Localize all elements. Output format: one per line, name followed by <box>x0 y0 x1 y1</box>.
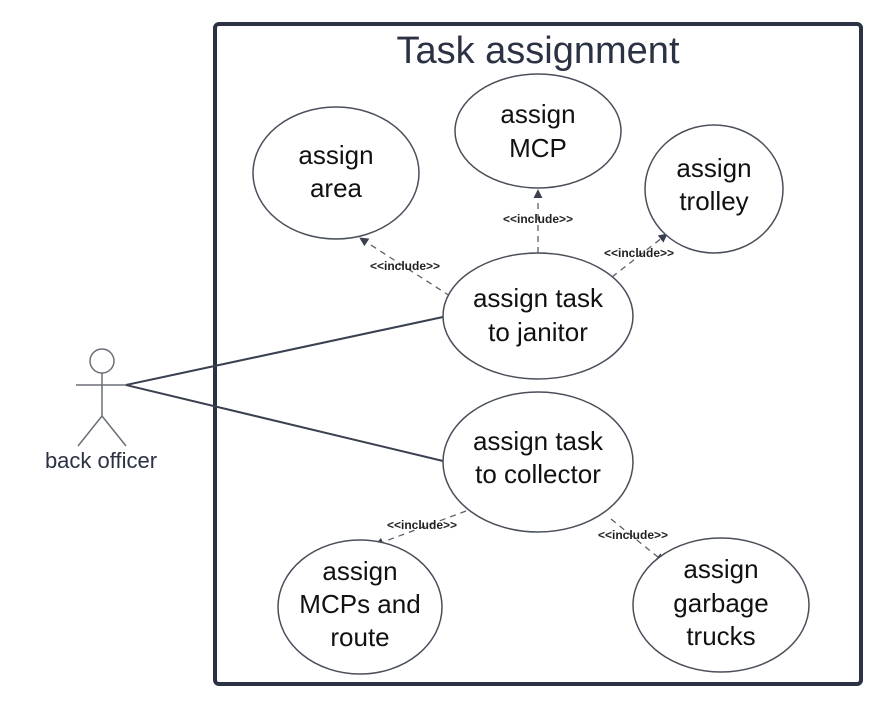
use-case-label: assign task <box>473 283 604 313</box>
use-case-label: MCPs and <box>299 589 420 619</box>
include-arrow-garbage-trucks <box>610 518 665 563</box>
include-label-mcps-route: <<include>> <box>387 518 457 532</box>
use-case-assign-area <box>252 106 420 240</box>
use-case-assign-mcps-route <box>277 539 443 675</box>
use-case-label: assign <box>500 99 575 129</box>
actor-left-leg <box>77 415 103 447</box>
use-case-assign-mcp <box>454 73 622 189</box>
use-case-label: trucks <box>686 621 755 651</box>
use-case-assign-task-collector <box>442 391 634 533</box>
use-case-label: MCP <box>509 133 567 163</box>
include-arrow-trolley <box>611 233 668 278</box>
system-title: Task assignment <box>396 30 679 72</box>
use-case-label: area <box>310 173 363 203</box>
include-label-mcp: <<include>> <box>503 212 573 226</box>
include-label-trolley: <<include>> <box>604 246 674 260</box>
system-boundary <box>213 22 863 686</box>
use-case-label: garbage <box>673 588 768 618</box>
include-arrow-area <box>359 237 451 297</box>
include-label-garbage-trucks: <<include>> <box>598 528 668 542</box>
use-case-assign-garbage-trucks <box>632 537 810 673</box>
actor-head <box>89 348 115 374</box>
association-janitor <box>125 316 444 386</box>
actor-label: back officer <box>45 448 157 473</box>
include-arrow-mcps-route <box>374 510 467 547</box>
use-case-label: assign <box>676 153 751 183</box>
use-case-label: route <box>330 622 389 652</box>
use-case-label: assign <box>683 554 758 584</box>
use-case-label: trolley <box>679 186 748 216</box>
use-case-label: assign <box>322 556 397 586</box>
use-case-label: assign task <box>473 426 604 456</box>
use-case-label: to janitor <box>488 317 588 347</box>
association-collector <box>125 384 444 462</box>
use-case-label: to collector <box>475 459 601 489</box>
include-label-area: <<include>> <box>370 259 440 273</box>
use-case-assign-task-janitor <box>442 252 634 380</box>
actor-right-leg <box>101 415 127 447</box>
use-case-label: assign <box>298 140 373 170</box>
use-case-assign-trolley <box>644 124 784 254</box>
actor-back-officer <box>76 348 128 447</box>
